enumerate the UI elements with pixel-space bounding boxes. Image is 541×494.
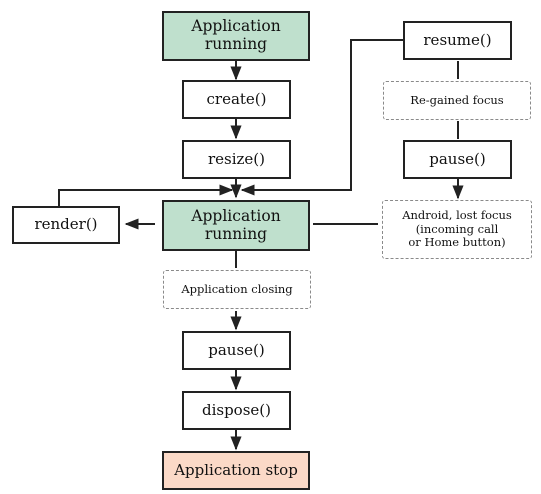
node-label: Android, lost focus (incoming call or Ho… xyxy=(402,207,512,250)
arrow-render-loop xyxy=(58,184,234,206)
node-label: resume() xyxy=(423,30,492,49)
node-render: render() xyxy=(12,206,120,244)
node-label: Application running xyxy=(191,17,281,53)
node-resize: resize() xyxy=(182,140,291,179)
node-application-stop: Application stop xyxy=(162,451,310,490)
node-application-running-top: Application running xyxy=(162,11,310,61)
node-pause-main: pause() xyxy=(182,331,291,370)
node-pause-side: pause() xyxy=(403,140,512,179)
node-label: create() xyxy=(206,89,267,108)
node-application-closing: Application closing xyxy=(163,270,311,309)
node-regained-focus: Re-gained focus xyxy=(383,81,531,120)
node-label: Application stop xyxy=(174,460,298,479)
node-application-running-mid: Application running xyxy=(162,200,310,251)
node-create: create() xyxy=(182,80,291,119)
node-label: Application closing xyxy=(181,281,293,296)
arrow-resume-to-running xyxy=(240,39,403,196)
node-resume: resume() xyxy=(403,21,512,60)
node-label: Re-gained focus xyxy=(410,92,504,107)
node-label: resize() xyxy=(207,149,266,168)
node-label: dispose() xyxy=(201,400,271,419)
node-dispose: dispose() xyxy=(182,391,291,430)
node-label: pause() xyxy=(208,340,265,359)
node-android-lost-focus: Android, lost focus (incoming call or Ho… xyxy=(382,200,532,259)
node-label: pause() xyxy=(429,149,486,168)
node-label: render() xyxy=(34,215,98,234)
node-label: Application running xyxy=(191,206,281,243)
